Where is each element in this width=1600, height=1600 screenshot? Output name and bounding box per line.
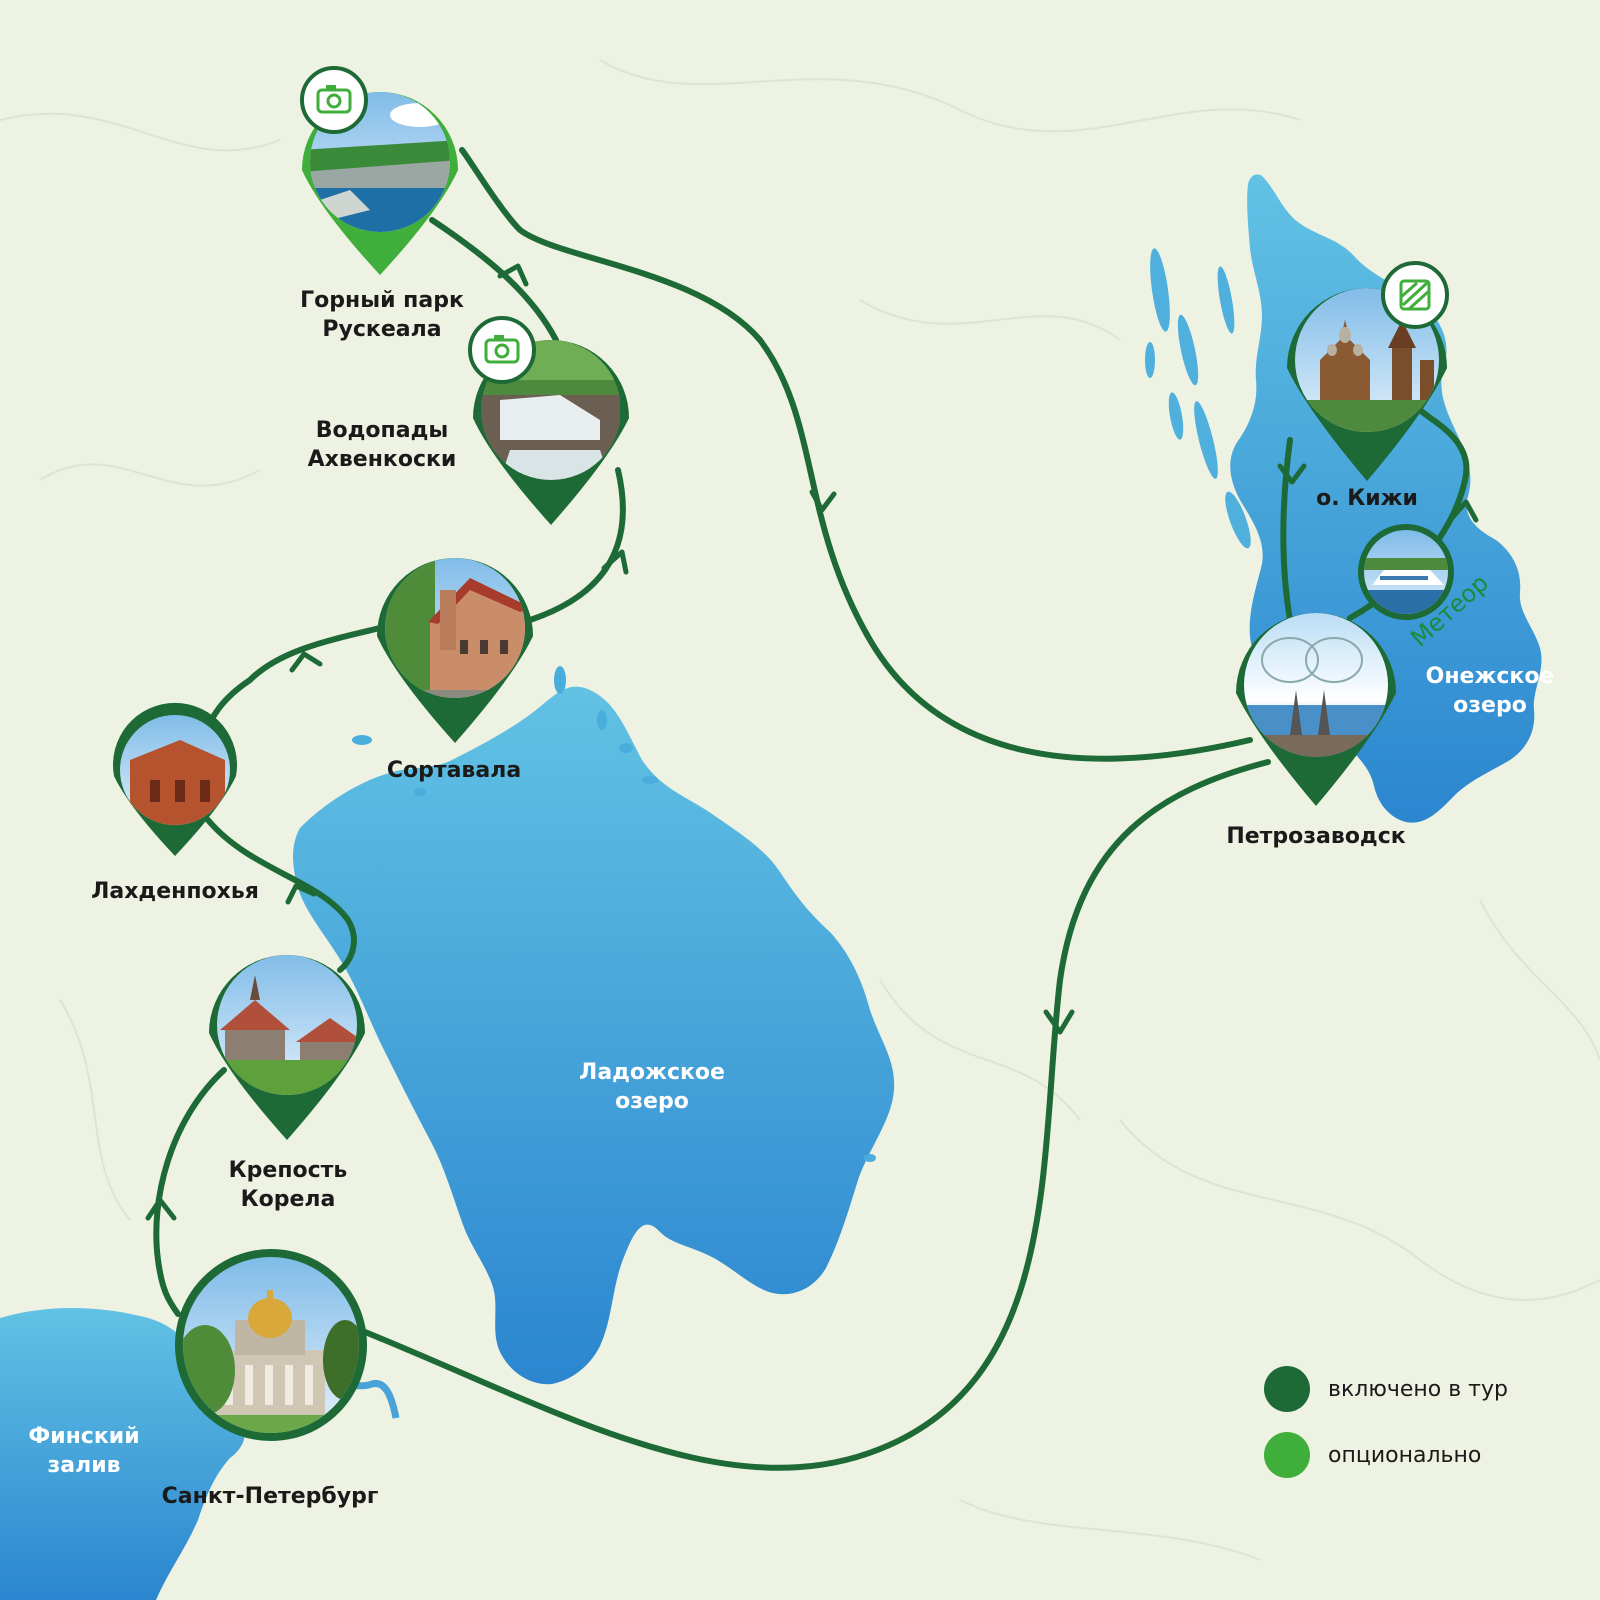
label-line: озеро — [615, 1089, 689, 1114]
legend-optional-label: опционально — [1328, 1442, 1482, 1468]
label-onega: Онежское озеро — [1426, 662, 1555, 720]
pin-korela[interactable] — [209, 950, 365, 1140]
label-line: Санкт-Петербург — [161, 1484, 379, 1509]
legend-dot-included — [1264, 1366, 1310, 1412]
label-line: Крепость — [228, 1158, 348, 1183]
pin-ahvenkoski[interactable] — [473, 340, 629, 525]
legend-included-label: включено в тур — [1328, 1376, 1508, 1402]
pin-lahdenpohja[interactable] — [113, 702, 237, 856]
legend-optional: опционально — [1264, 1432, 1481, 1478]
label-spb: Санкт-Петербург — [162, 1482, 379, 1511]
label-line: Горный парк — [300, 288, 464, 313]
legend-dot-optional — [1264, 1432, 1310, 1478]
meteor-boat-photo — [1358, 524, 1454, 620]
pin-sortavala[interactable] — [377, 555, 533, 743]
route-arrows — [145, 263, 1479, 1221]
label-line: Ахвенкоски — [307, 447, 457, 472]
label-line: залив — [47, 1453, 121, 1478]
label-line: озеро — [1453, 693, 1527, 718]
label-line: Ладожское — [579, 1060, 725, 1085]
ladoga-islands — [352, 666, 876, 1162]
label-lahdenpohja: Лахденпохья — [91, 877, 259, 906]
label-line: Водопады — [315, 418, 449, 443]
wooden-church-icon — [1381, 261, 1449, 329]
pin-spb[interactable] — [175, 1249, 367, 1441]
label-ladoga: Ладожское озеро — [579, 1058, 725, 1116]
pin-ruskeala[interactable] — [300, 90, 460, 275]
label-line: Рускеала — [322, 317, 442, 342]
label-line: Онежское — [1425, 664, 1555, 689]
label-line: Сортавала — [386, 758, 522, 783]
camera-icon — [468, 316, 536, 384]
label-sortavala: Сортавала — [387, 756, 521, 785]
contour-lines — [0, 59, 1600, 1561]
label-line: Корела — [240, 1187, 336, 1212]
label-line: о. Кижи — [1316, 486, 1418, 511]
label-ahvenkoski: Водопады Ахвенкоски — [308, 416, 457, 474]
label-line: Лахденпохья — [91, 879, 259, 904]
label-gulf: Финский залив — [28, 1422, 139, 1480]
label-kizhi: о. Кижи — [1316, 484, 1418, 513]
label-ruskeala: Горный парк Рускеала — [300, 286, 464, 344]
onega-fingers — [1145, 248, 1251, 549]
lake-ladoga — [293, 686, 895, 1385]
label-line: Петрозаводск — [1226, 824, 1406, 849]
camera-icon — [300, 66, 368, 134]
label-korela: Крепость Корела — [229, 1156, 348, 1214]
label-line: Финский — [28, 1424, 140, 1449]
legend-included: включено в тур — [1264, 1366, 1508, 1412]
label-petrozavodsk: Петрозаводск — [1226, 822, 1405, 851]
